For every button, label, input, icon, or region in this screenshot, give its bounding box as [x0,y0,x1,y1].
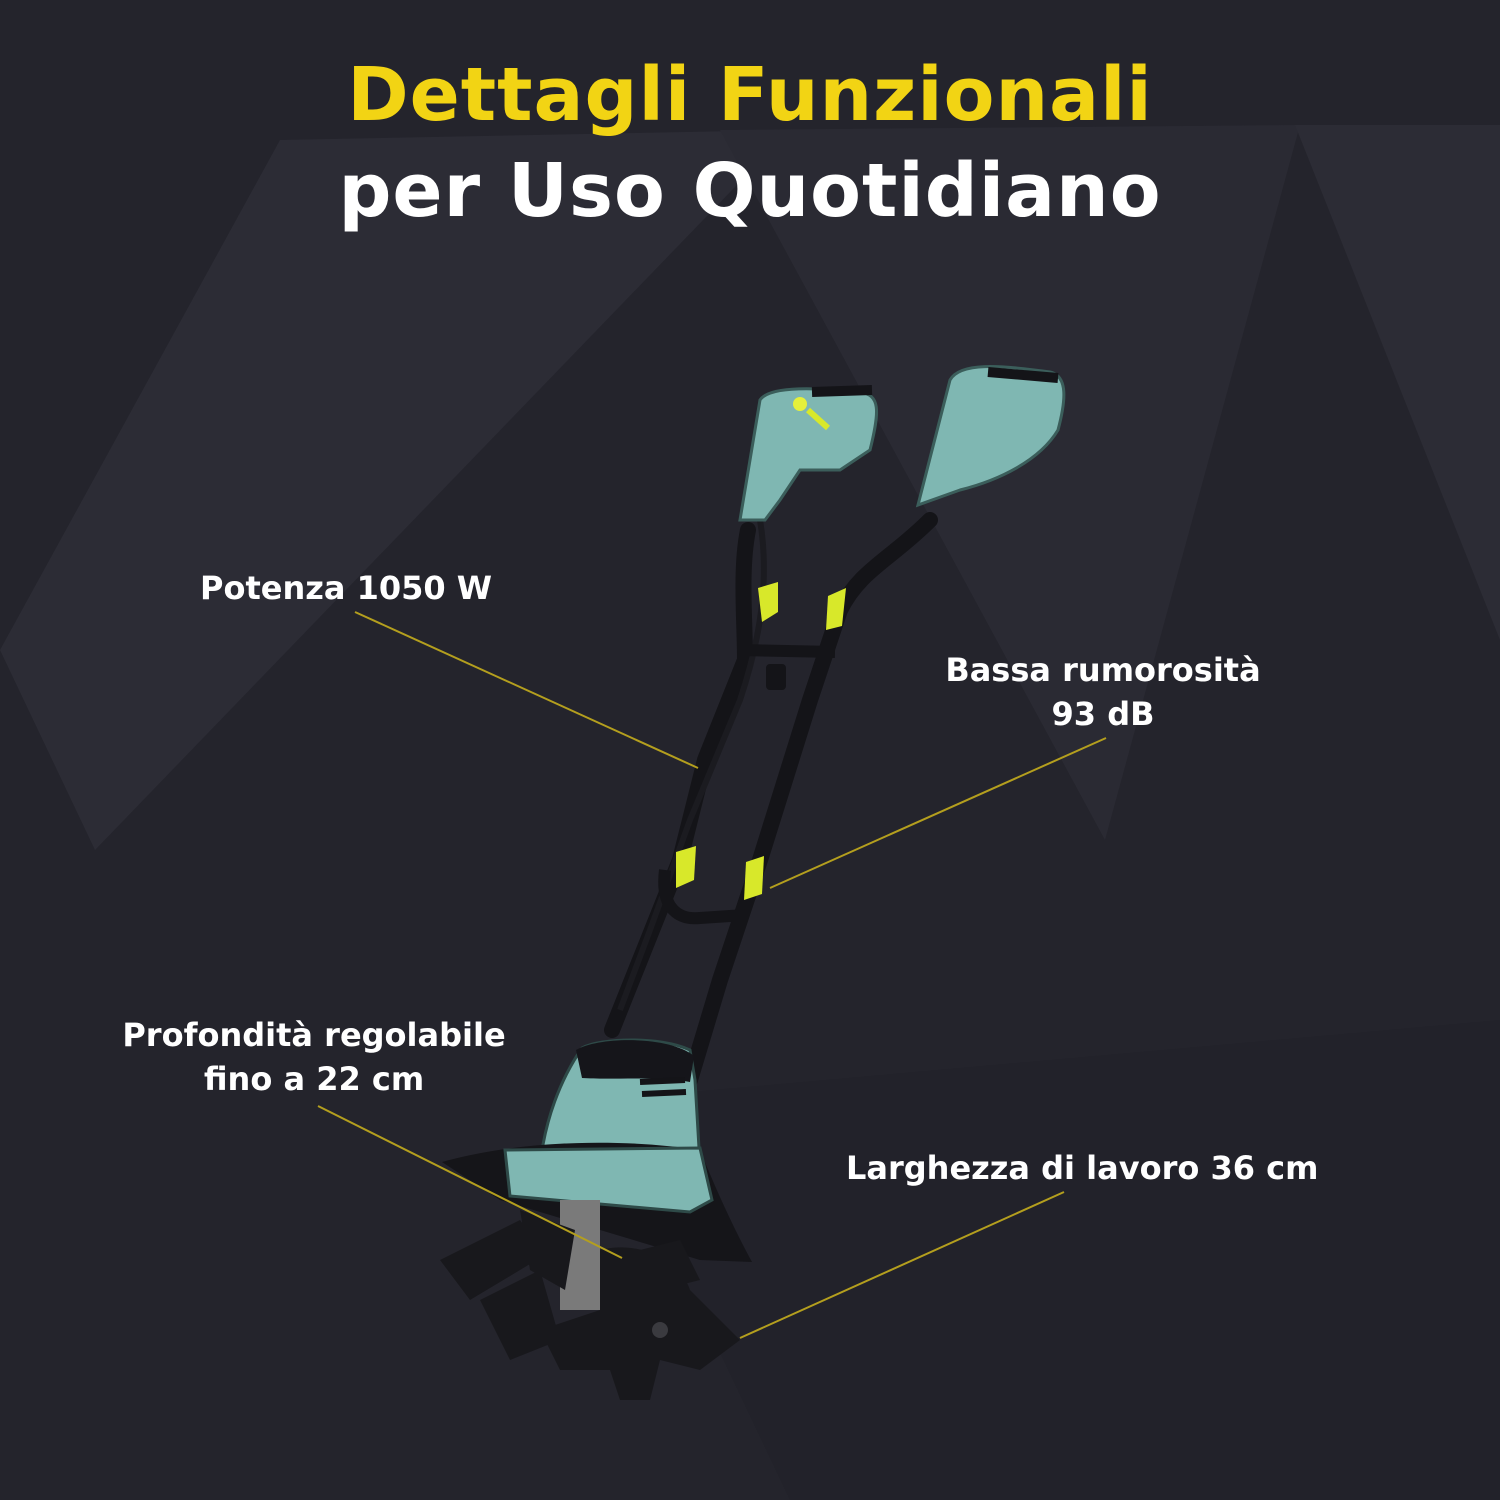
feature-depth-line-1: Profondità regolabile [122,1016,506,1054]
feature-noise-label: Bassa rumorosità 93 dB [944,648,1262,736]
feature-power-label: Potenza 1050 W [200,569,493,607]
leader-line-depth [317,1105,623,1259]
feature-depth-label: Profondità regolabile fino a 22 cm [118,1013,510,1101]
feature-depth-line-2: fino a 22 cm [203,1060,425,1098]
leader-line-width [739,1191,1065,1339]
leader-line-power [354,611,699,769]
leader-line-noise [769,737,1107,889]
feature-noise-line-1: Bassa rumorosità [945,651,1261,689]
headline-line-2: per Uso Quotidiano [338,148,1162,234]
headline-line-1: Dettagli Funzionali [347,52,1153,138]
feature-noise-line-2: 93 dB [1051,695,1155,733]
feature-width-label: Larghezza di lavoro 36 cm [846,1149,1319,1187]
